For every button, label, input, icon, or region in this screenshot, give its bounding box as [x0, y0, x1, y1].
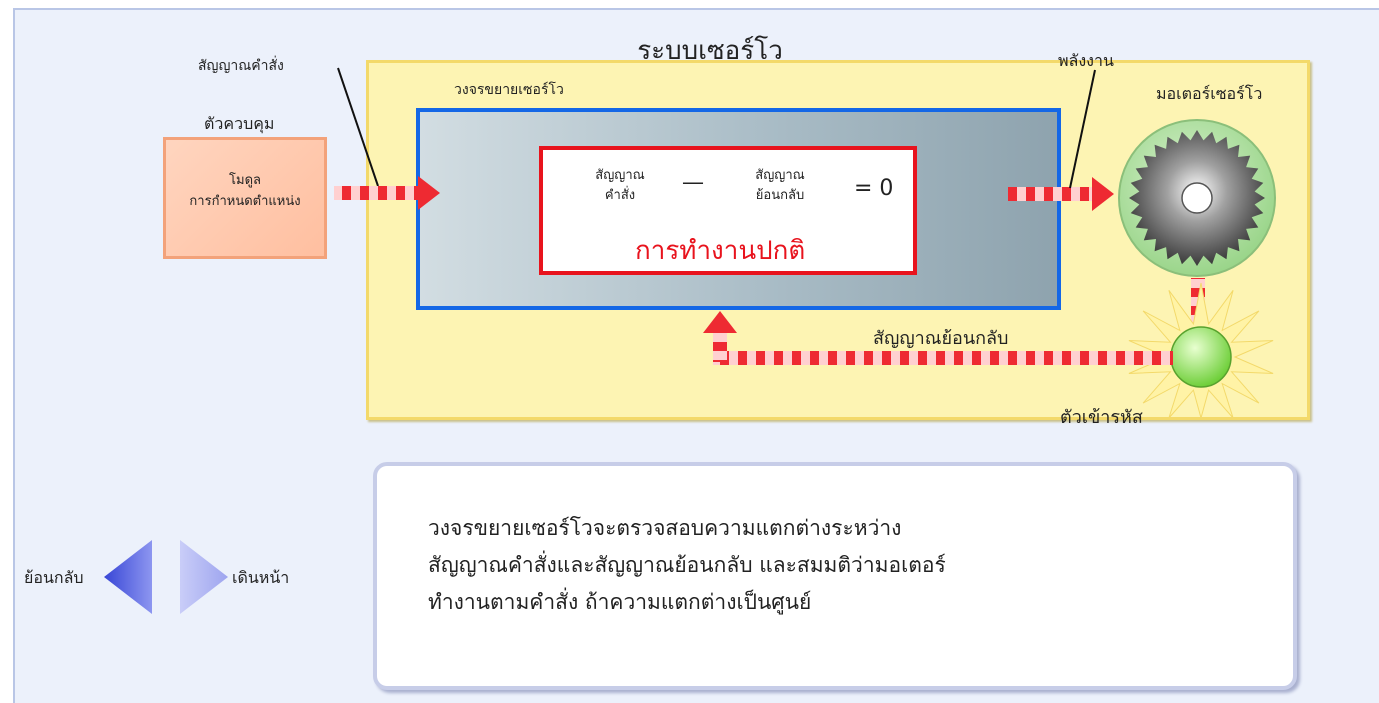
- servo-motor-label: มอเตอร์เซอร์โว: [1156, 84, 1263, 103]
- command-signal-pointer: [337, 67, 379, 187]
- info-box: [373, 462, 1297, 690]
- command-signal-term-line2: คำสั่ง: [604, 188, 636, 203]
- signal-compare-box: [539, 146, 917, 275]
- encoder: [1128, 282, 1274, 420]
- amplifier-title: วงจรขยายเซอร์โว: [454, 82, 564, 98]
- info-line-3: ทำงานตามคำสั่ง ถ้าความแตกต่างเป็นศูนย์: [428, 590, 812, 614]
- command-signal-term-line1: สัญญาณ: [595, 168, 645, 183]
- info-line-2: สัญญาณคำสั่งและสัญญาณย้อนกลับ และสมมติว่…: [428, 553, 946, 577]
- positioning-module-box: โมดูล การกำหนดตำแหน่ง: [163, 137, 327, 259]
- power-label: พลังงาน: [1058, 51, 1114, 70]
- module-label-line2: การกำหนดตำแหน่ง: [189, 194, 301, 209]
- info-text: วงจรขยายเซอร์โวจะตรวจสอบความแตกต่างระหว่…: [428, 510, 946, 621]
- module-label-line1: โมดูล: [229, 173, 261, 188]
- feedback-signal-label: สัญญาณย้อนกลับ: [873, 328, 1009, 349]
- power-pointer: [1069, 69, 1096, 189]
- nav-back-icon[interactable]: [104, 540, 152, 614]
- equals-zero: = 0: [854, 176, 894, 201]
- info-line-1: วงจรขยายเซอร์โวจะตรวจสอบความแตกต่างระหว่…: [428, 516, 902, 540]
- feedback-signal-term-line1: สัญญาณ: [755, 168, 805, 183]
- controller-title: ตัวควบคุม: [204, 114, 275, 133]
- command-arrow: [334, 176, 440, 210]
- encoder-label: ตัวเข้ารหัส: [1060, 407, 1143, 428]
- system-title: ระบบเซอร์โว: [637, 36, 783, 66]
- feedback-signal-term: สัญญาณ ย้อนกลับ: [738, 166, 822, 206]
- nav-forward-icon[interactable]: [180, 540, 228, 614]
- minus-sign: —: [682, 170, 704, 195]
- normal-operation-label: การทำงานปกติ: [635, 236, 806, 266]
- feedback-arrow: [703, 311, 1173, 365]
- servo-motor: [1118, 119, 1276, 277]
- nav-back-label[interactable]: ย้อนกลับ: [24, 568, 84, 587]
- command-signal-label: สัญญาณคำสั่ง: [198, 58, 284, 74]
- command-signal-term: สัญญาณ คำสั่ง: [578, 166, 662, 206]
- power-arrow: [1008, 177, 1114, 211]
- feedback-signal-term-line2: ย้อนกลับ: [755, 188, 805, 203]
- nav-forward-label[interactable]: เดินหน้า: [232, 568, 290, 587]
